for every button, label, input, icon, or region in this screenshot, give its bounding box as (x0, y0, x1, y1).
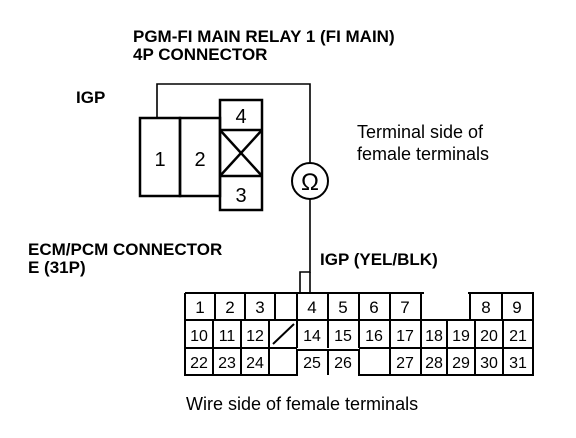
ecm-pin-25: 25 (303, 355, 321, 372)
ecm-pin-30: 30 (480, 355, 498, 372)
ecm-pin-2: 2 (225, 298, 234, 317)
ohm-symbol: Ω (301, 169, 319, 196)
ecm-pin-19: 19 (452, 328, 470, 345)
relay-4p-connector (138, 98, 264, 212)
ecm-pin-27: 27 (396, 355, 414, 372)
ecm-pin-26: 26 (334, 355, 352, 372)
relay-pin-2: 2 (194, 149, 205, 171)
ecm-pin-9: 9 (512, 298, 521, 317)
blank-cavity-mark (272, 323, 295, 345)
ecm-pin-6: 6 (369, 298, 378, 317)
ecm-pin-18: 18 (425, 328, 443, 345)
ecm-wire-label: IGP (YEL/BLK) (320, 250, 438, 269)
relay-connector-subtitle: 4P CONNECTOR (133, 45, 267, 64)
ecm-pin-12: 12 (246, 328, 264, 345)
ecm-pin-29: 29 (452, 355, 470, 372)
ecm-pin-5: 5 (338, 298, 347, 317)
relay-side-note-line2: female terminals (357, 144, 489, 164)
ecm-31p-connector (184, 292, 534, 376)
ecm-pin-17: 17 (396, 328, 414, 345)
ecm-pin-8: 8 (481, 298, 490, 317)
ecm-pin-4: 4 (307, 298, 316, 317)
relay-connector-title: PGM-FI MAIN RELAY 1 (FI MAIN) (133, 27, 395, 46)
ecm-pin-23: 23 (218, 355, 236, 372)
ecm-pin-10: 10 (190, 328, 208, 345)
ecm-pin-22: 22 (190, 355, 208, 372)
connector-gap (424, 290, 468, 318)
ecm-pin-16: 16 (365, 328, 383, 345)
relay-side-note-line1: Terminal side of (357, 122, 484, 142)
ecm-pin-3: 3 (255, 298, 264, 317)
ecm-connector-subtitle: E (31P) (28, 258, 86, 277)
ecm-pin-31: 31 (509, 355, 527, 372)
relay-igp-label: IGP (76, 88, 105, 107)
ecm-pin-21: 21 (509, 328, 527, 345)
ecm-pin-20: 20 (480, 328, 498, 345)
ecm-pin-15: 15 (334, 328, 352, 345)
ecm-pin-7: 7 (400, 298, 409, 317)
relay-pin-1: 1 (154, 149, 165, 171)
ecm-pin-28: 28 (425, 355, 443, 372)
ecm-pin-24: 24 (246, 355, 264, 372)
relay-pin-3: 3 (235, 185, 246, 207)
ohmmeter-icon: Ω (291, 162, 329, 200)
relay-pin-4: 4 (235, 106, 246, 128)
probe-wire (156, 83, 311, 293)
ecm-pin-14: 14 (303, 328, 321, 345)
ecm-footer-note: Wire side of female terminals (186, 394, 418, 414)
ecm-connector-title: ECM/PCM CONNECTOR (28, 240, 222, 259)
ecm-pin-1: 1 (195, 298, 204, 317)
ecm-pin-11: 11 (219, 328, 236, 345)
